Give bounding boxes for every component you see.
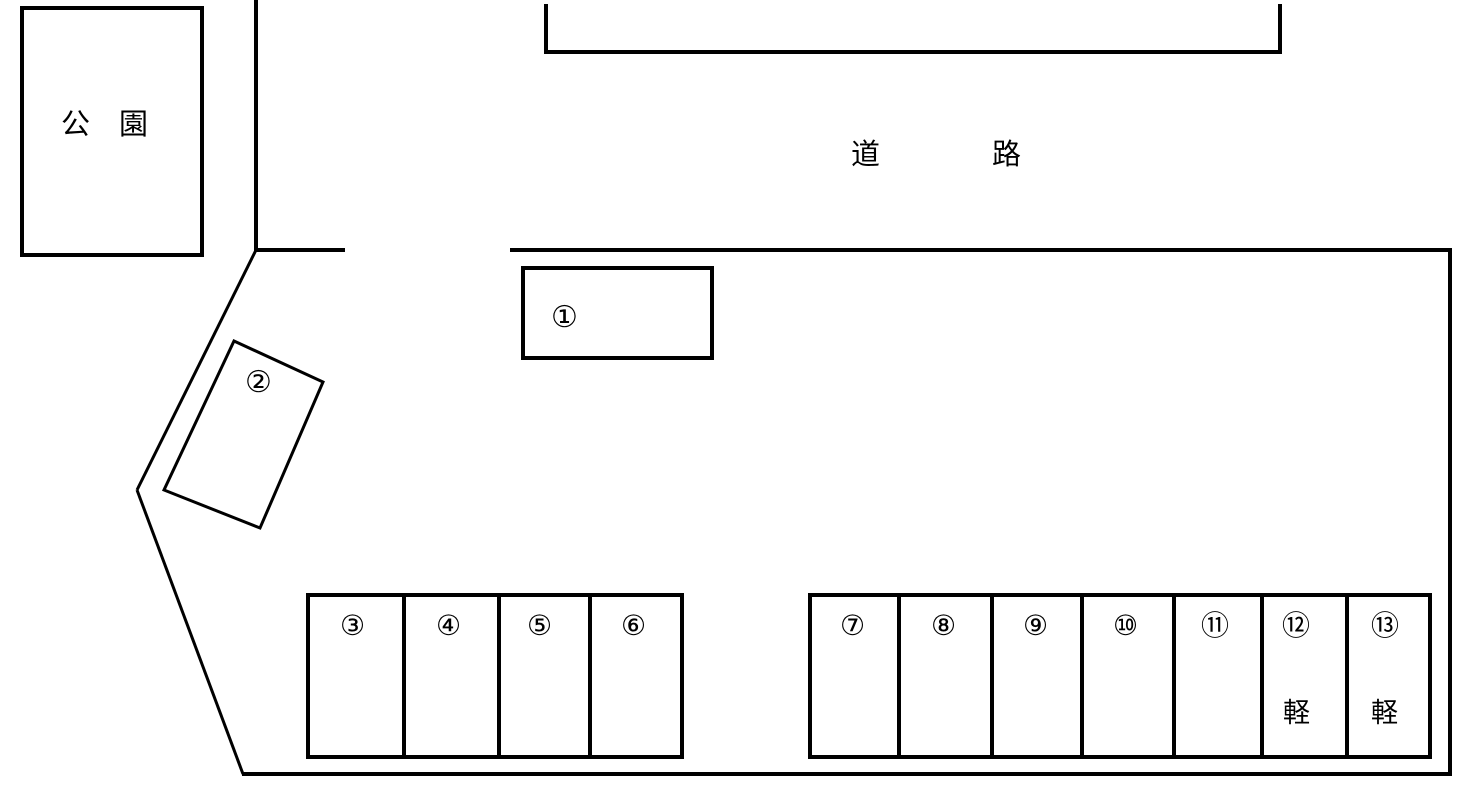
stall-label-4: ④: [436, 609, 462, 642]
stall-label-11: ⑪: [1201, 609, 1230, 642]
park-area-label: 公 園: [61, 107, 149, 141]
park-area-outline: [20, 6, 204, 257]
stall-label-13: ⑬: [1371, 609, 1400, 642]
building-stall-2-label: ②: [245, 365, 272, 400]
building-stall-1-outline: [521, 266, 714, 360]
stall-label-5: ⑤: [527, 609, 553, 642]
road-area-label: 道 路: [851, 137, 1040, 171]
lot-boundary-west-lower: [135, 489, 245, 775]
lot-boundary-west-upper: [135, 249, 258, 491]
left-parking-block-outline: [306, 593, 684, 759]
stall-note-13: 軽: [1371, 698, 1398, 729]
stall-note-12: 軽: [1283, 698, 1310, 729]
building-stall-1-label: ①: [551, 300, 578, 335]
stall-label-8: ⑧: [931, 609, 957, 642]
stall-label-3: ③: [340, 609, 366, 642]
building-stall-2-outline: [161, 339, 325, 530]
stall-label-12: ⑫: [1282, 609, 1311, 642]
stall-label-6: ⑥: [621, 609, 647, 642]
stall-label-10: ⑩: [1113, 609, 1139, 642]
stall-label-9: ⑨: [1023, 609, 1049, 642]
stall-label-7: ⑦: [840, 609, 866, 642]
right-parking-block-outline: [808, 593, 1432, 759]
